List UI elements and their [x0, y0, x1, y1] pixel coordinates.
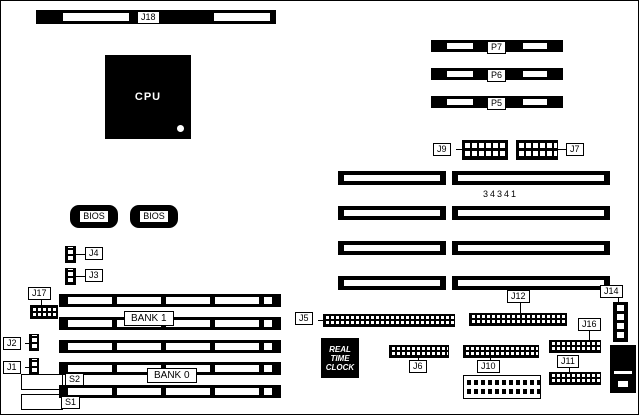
rtc-label-line1: REAL: [329, 345, 351, 354]
leader-line: [456, 149, 462, 150]
slot-notch: [447, 43, 473, 49]
model-number-text: 34341: [483, 189, 519, 199]
slot-notch: [63, 13, 129, 21]
j16-label: J16: [578, 318, 601, 331]
slot-notch: [523, 99, 547, 105]
j12-connector: [469, 313, 567, 326]
expansion-slot-right: [452, 276, 610, 290]
cpu-label: CPU: [134, 91, 162, 103]
j10-connector: [463, 345, 539, 358]
bios-chip-right: BIOS: [130, 205, 178, 228]
j1-label: J1: [3, 361, 21, 374]
j2-label: J2: [3, 337, 21, 350]
j4-connector: [65, 246, 76, 263]
slot-notch: [447, 99, 473, 105]
s2-label: S2: [65, 373, 85, 386]
j2-connector: [29, 334, 39, 351]
j9-connector: [462, 140, 508, 160]
j7-label: J7: [566, 143, 584, 156]
expansion-slot-left: [338, 241, 446, 255]
power-connector-block: [610, 345, 636, 393]
leader-line: [25, 367, 29, 368]
leader-line: [76, 276, 85, 277]
j5-label: J5: [295, 312, 313, 325]
bios-chip-left: BIOS: [70, 205, 118, 228]
expansion-slot-left: [338, 206, 446, 220]
leader-line: [618, 298, 619, 302]
leader-line: [558, 149, 566, 150]
j18-label: J18: [137, 11, 160, 24]
j17-connector: [30, 305, 58, 319]
s1-connector: [21, 394, 63, 410]
expansion-slot-right: [452, 206, 610, 220]
j6-label: J6: [409, 360, 427, 373]
expansion-slot-right: [452, 241, 610, 255]
j7-connector: [516, 140, 558, 160]
j16-connector: [549, 340, 601, 353]
rtc-label-line2: TIME: [330, 354, 350, 363]
j12-label: J12: [507, 290, 530, 303]
simm-slot: [59, 294, 281, 307]
p7-label: P7: [487, 41, 507, 54]
p6-label: P6: [487, 69, 507, 82]
bank1-label: BANK 1: [124, 311, 174, 326]
leader-line: [569, 368, 570, 372]
bios-label: BIOS: [79, 210, 109, 223]
bios-label: BIOS: [139, 210, 169, 223]
leader-line: [318, 320, 323, 321]
j3-label: J3: [85, 269, 103, 282]
j4-label: J4: [85, 247, 103, 260]
j11-connector: [549, 372, 601, 385]
leader-line: [41, 300, 42, 305]
rtc-label-line3: CLOCK: [325, 363, 355, 372]
j9-label: J9: [433, 143, 451, 156]
expansion-slot-left: [338, 171, 446, 185]
connector-notch: [614, 371, 632, 374]
j5-connector: [323, 314, 455, 327]
j10-label: J10: [477, 360, 500, 373]
leader-line: [76, 254, 85, 255]
connector-notch: [618, 381, 628, 387]
cpu-pin1-dot: [177, 125, 184, 132]
cpu-chip: CPU: [105, 55, 191, 139]
leader-line: [520, 303, 521, 313]
simm-slot: [59, 385, 281, 398]
j17-label: J17: [28, 287, 51, 300]
pin-header-block: [463, 375, 541, 399]
expansion-slot-left: [338, 276, 446, 290]
j1-connector: [29, 358, 39, 375]
rtc-chip: REAL TIME CLOCK: [321, 338, 359, 378]
leader-line: [589, 331, 590, 340]
s1-label: S1: [61, 396, 81, 409]
expansion-slot-right: [452, 171, 610, 185]
slot-notch: [523, 71, 547, 77]
simm-slot: [59, 340, 281, 353]
bank0-label: BANK 0: [147, 368, 197, 383]
leader-line: [25, 343, 29, 344]
j14-label: J14: [600, 285, 623, 298]
leader-line: [418, 358, 419, 361]
leader-line: [490, 358, 491, 361]
p5-label: P5: [487, 97, 507, 110]
slot-notch: [523, 43, 547, 49]
j14-connector: [613, 302, 628, 342]
j3-connector: [65, 268, 76, 285]
s2-connector: [21, 374, 63, 390]
j11-label: J11: [557, 355, 579, 368]
slot-notch: [447, 71, 473, 77]
j6-connector: [389, 345, 449, 358]
slot-notch: [214, 13, 270, 21]
